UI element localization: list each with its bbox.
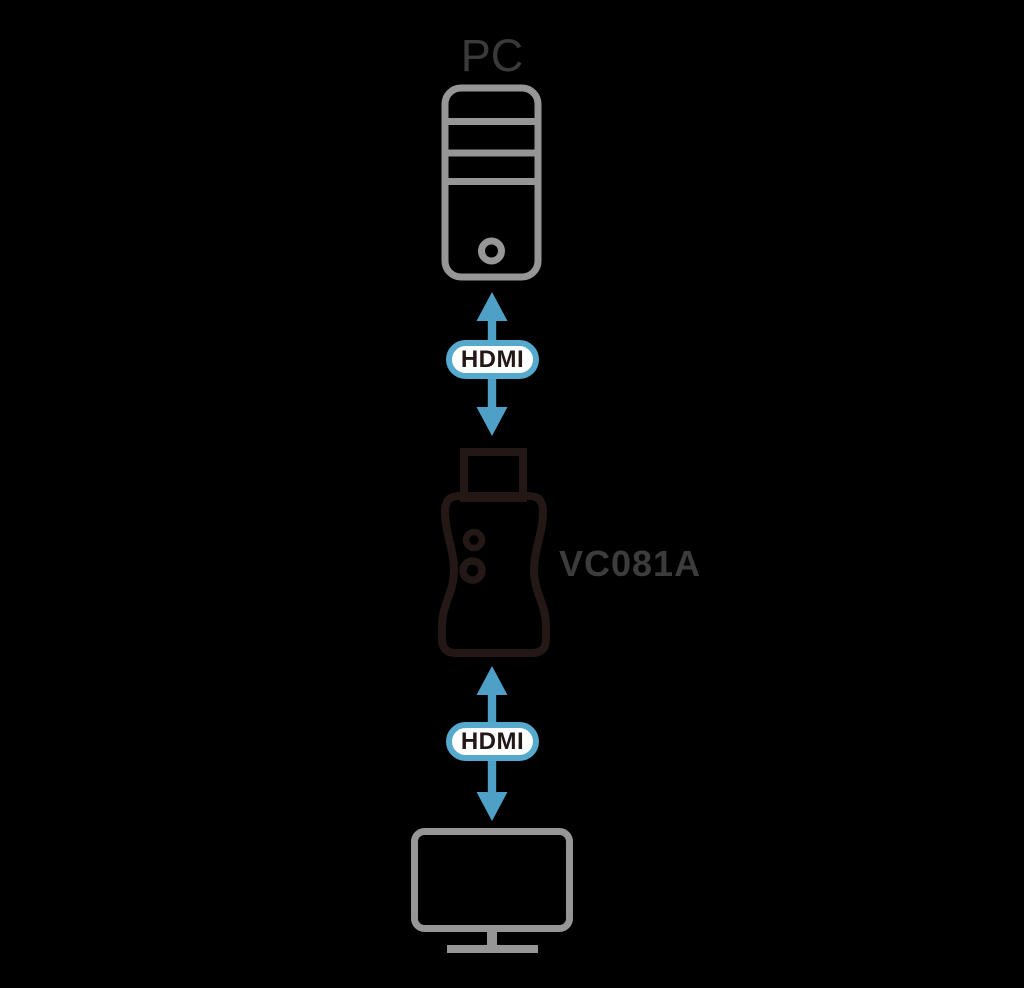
arrow-head-up [476,666,508,695]
hdmi-badge-top: HDMI [446,340,539,379]
hdmi-badge-bottom-label: HDMI [460,727,525,755]
desktop-tower-icon [441,84,542,281]
arrow-head-up [476,292,508,321]
tower-power-button [478,237,505,265]
monitor-screen-outline [411,828,573,932]
hdmi-adapter-icon [438,448,550,657]
arrow-head-down [476,792,508,821]
hdmi-badge-bottom: HDMI [446,722,539,761]
adapter-connector-plug [460,448,527,502]
arrow-head-down [476,407,508,436]
monitor-stand-stem [487,928,497,946]
adapter-led-small [462,528,486,552]
pc-node-label: PC [460,30,524,81]
adapter-body-outline [438,492,550,657]
adapter-model-label: VC081A [559,543,702,584]
adapter-led-large [459,557,486,584]
hdmi-badge-top-label: HDMI [460,345,525,373]
monitor-icon [411,828,573,953]
monitor-stand-base [447,945,538,953]
